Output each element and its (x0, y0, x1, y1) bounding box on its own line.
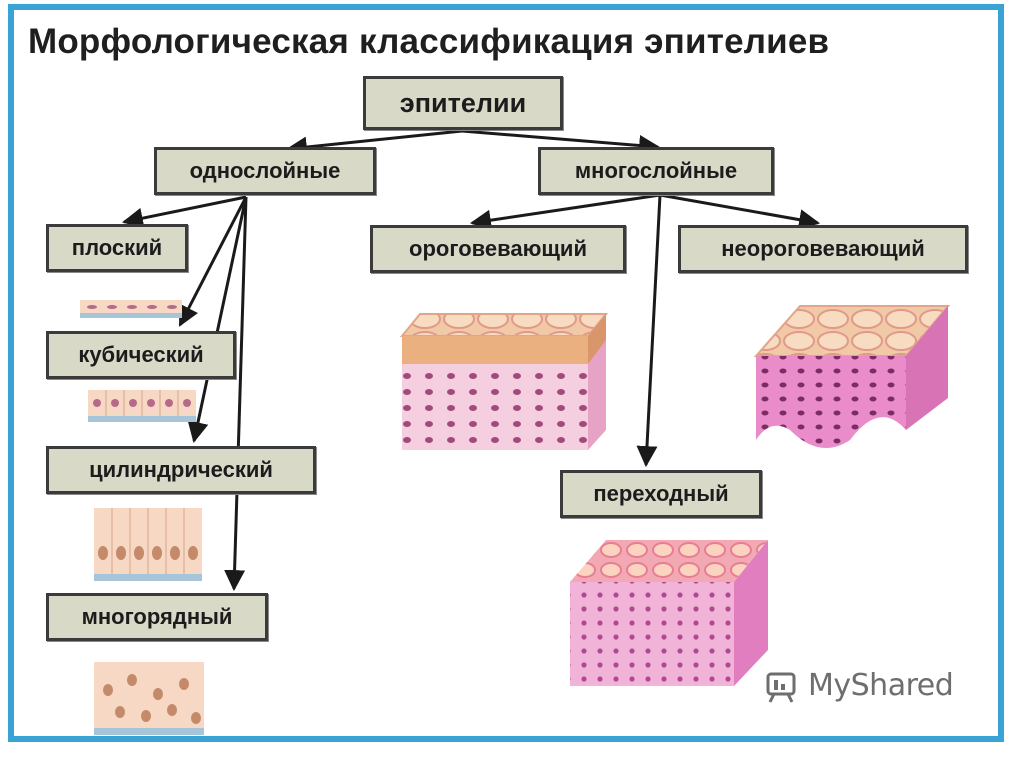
arrow-multi-to-keratin (469, 193, 661, 231)
arrow-single-to-cylindric (187, 196, 248, 444)
arrow-multi-to-nonkeratin (659, 193, 821, 231)
connector-arrows (121, 129, 821, 592)
arrow-single-to-cubic (178, 196, 248, 327)
multirow-node: многорядный (46, 593, 268, 641)
multirow-epithelium-image (94, 662, 204, 735)
transitional-epithelium-image (570, 540, 768, 686)
watermark: MyShared (762, 668, 954, 703)
root-node: эпителии (363, 76, 563, 130)
arrow-single-to-multirow (224, 196, 248, 592)
transitional-node: переходный (560, 470, 762, 518)
multi-layer-node: многослойные (538, 147, 774, 195)
cubic-epithelium-image (88, 390, 196, 422)
cubic-node: кубический (46, 331, 236, 379)
single-layer-node: однослойные (154, 147, 376, 195)
keratinizing-node: ороговевающий (370, 225, 626, 273)
nonkeratinizing-epithelium-image (753, 305, 951, 448)
arrow-multi-to-transitional (636, 194, 662, 468)
myshared-logo-icon (766, 672, 796, 703)
diagram-title: Морфологическая классификация эпителиев (28, 22, 830, 61)
arrow-root-to-multi (461, 129, 661, 156)
arrow-single-to-flat (121, 195, 247, 229)
keratinizing-epithelium-image (399, 313, 609, 450)
nonkeratinizing-node: неороговевающий (678, 225, 968, 273)
cylindric-node: цилиндрический (46, 446, 316, 494)
watermark-text: MyShared (808, 668, 954, 703)
flat-epithelium-image (80, 300, 182, 318)
arrow-root-to-single (285, 129, 463, 158)
cylindric-epithelium-image (94, 508, 202, 581)
flat-node: плоский (46, 224, 188, 272)
